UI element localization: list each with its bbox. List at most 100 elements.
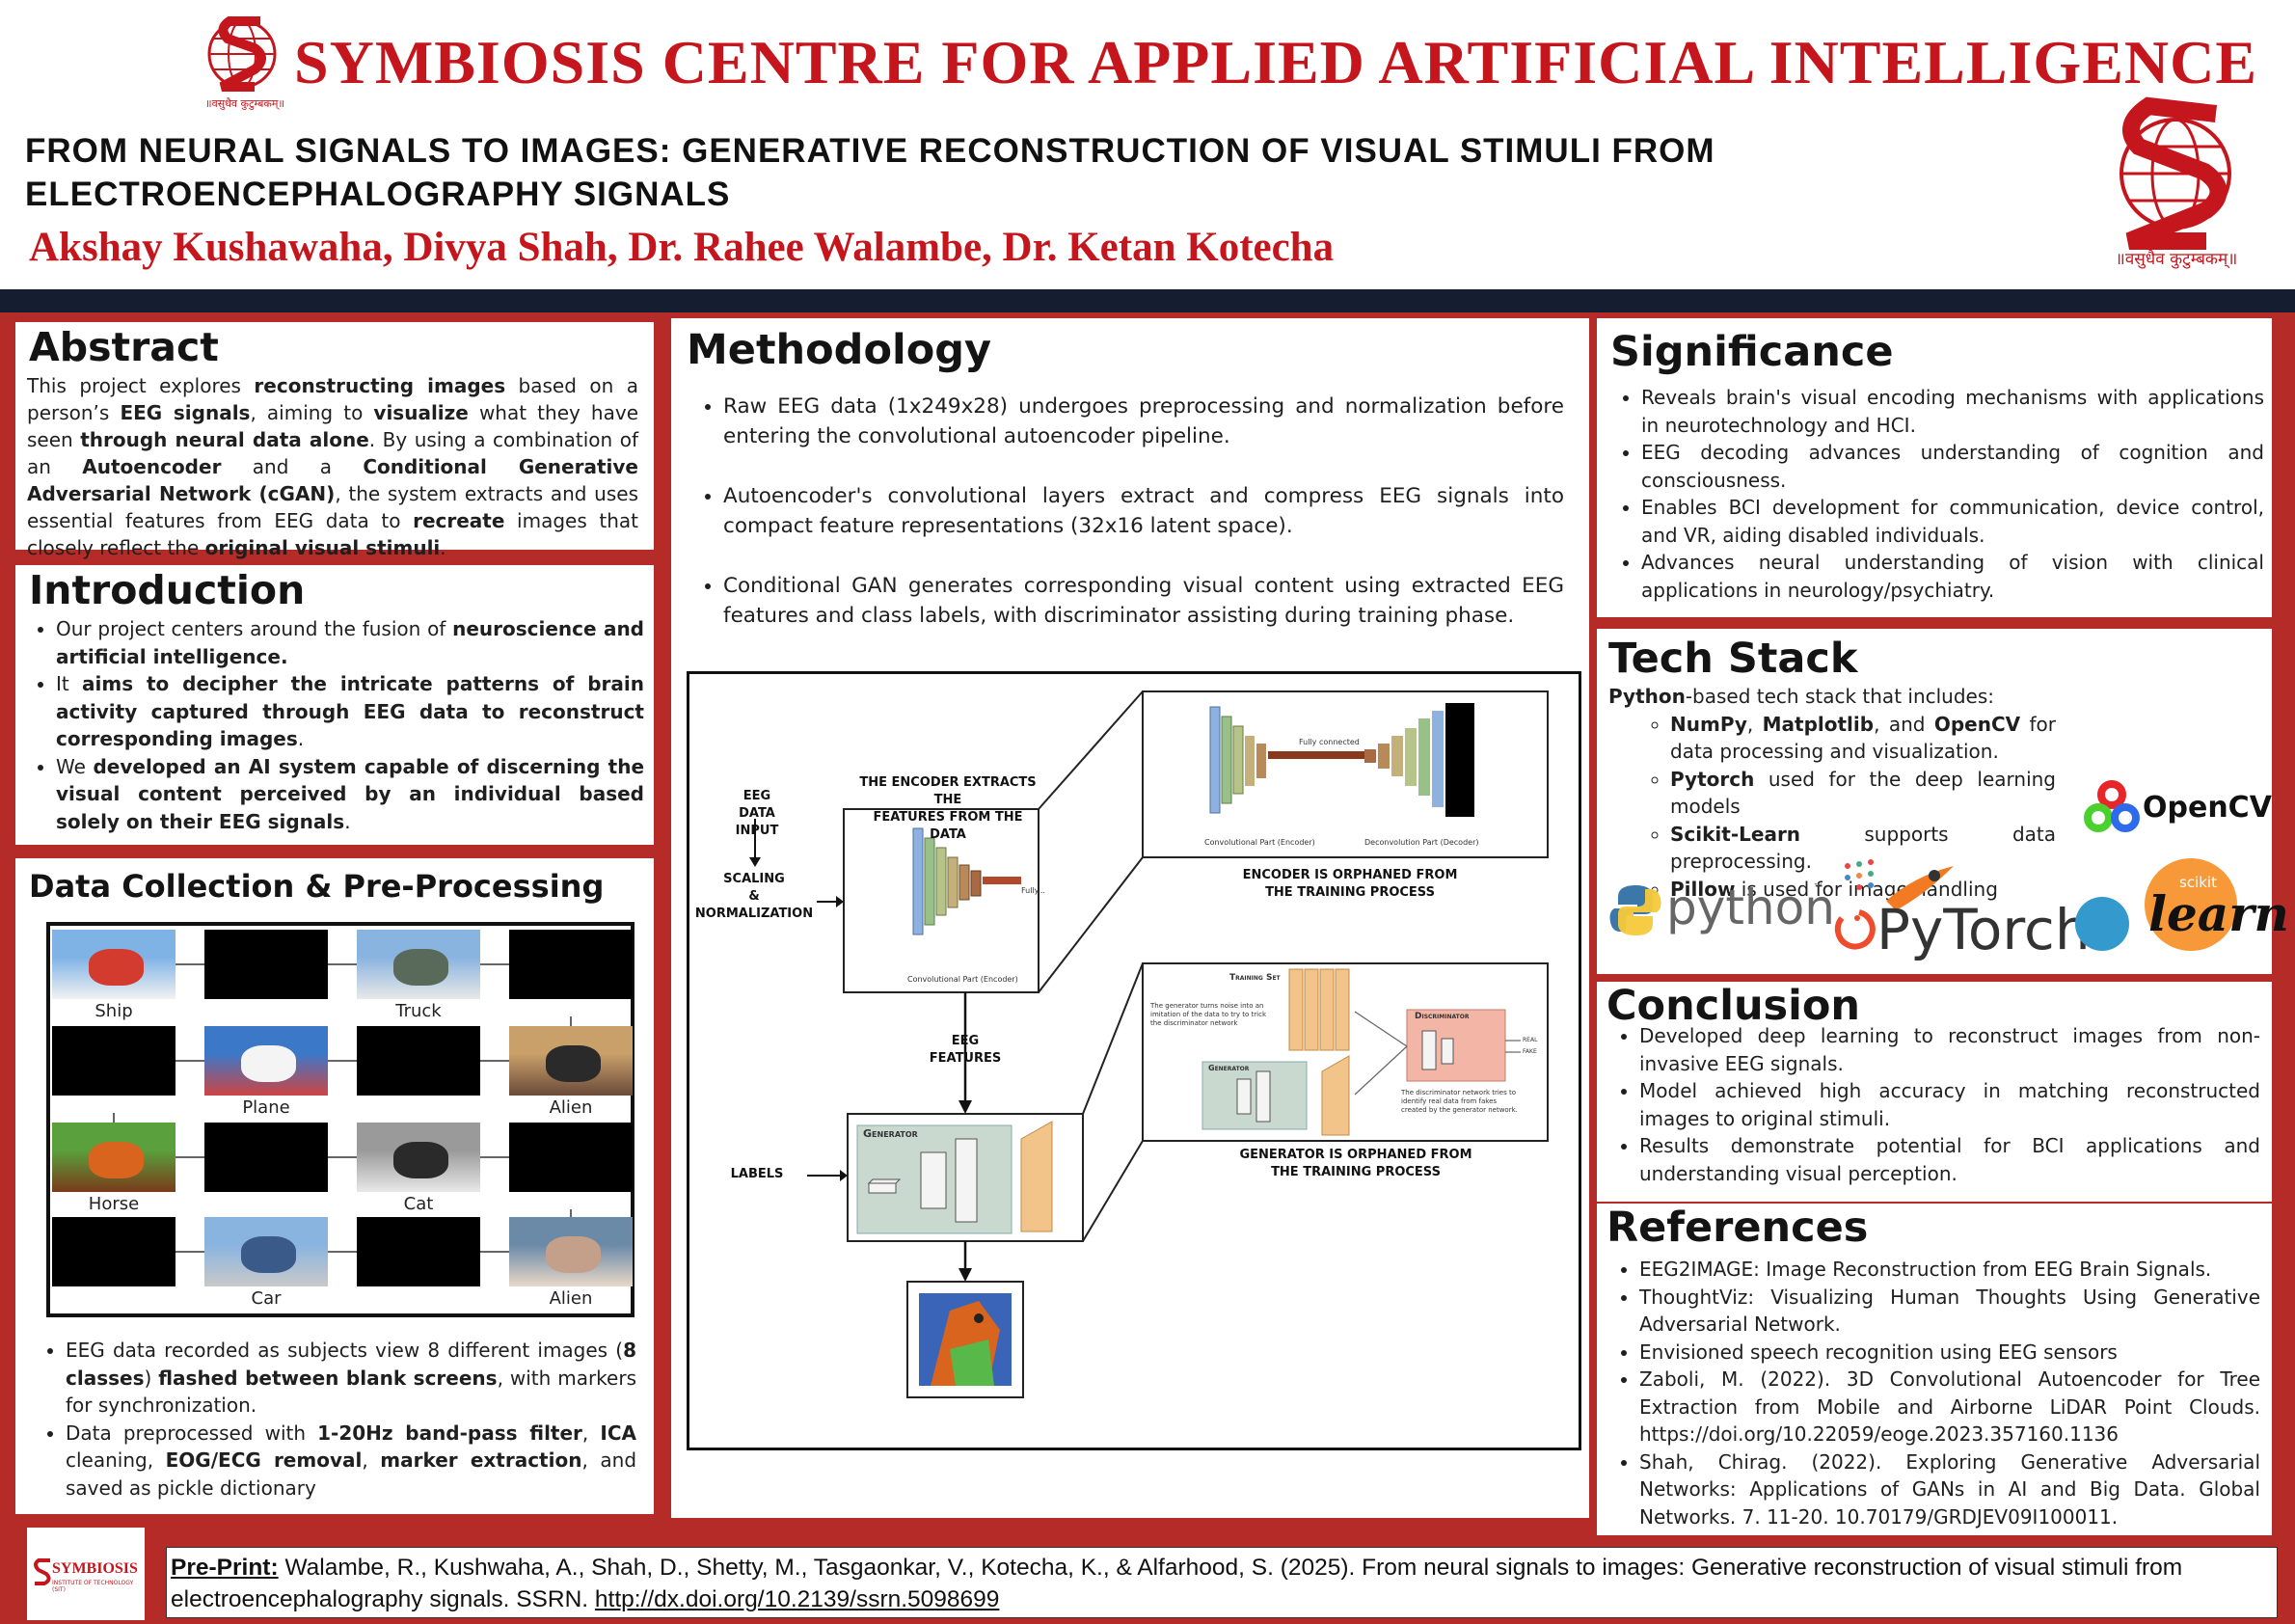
deconv-part-label: Deconvolution Part (Decoder) [1364, 838, 1479, 847]
text-run: EEG data recorded as subjects view 8 dif… [66, 1339, 624, 1362]
stimulus-image [52, 930, 176, 999]
text-run: Our project centers around the fusion of [56, 617, 453, 640]
fake-label: FAKE [1523, 1048, 1537, 1055]
blank-screen [357, 1026, 480, 1096]
text-run: . [344, 809, 351, 833]
stimulus-label: Cat [403, 1194, 434, 1214]
text-run: , [1746, 712, 1763, 736]
text-run: Conditional Generative Adversarial Netwo… [27, 455, 638, 505]
text-run: , and saved as pickle dictionary [66, 1448, 637, 1500]
text-run: Pillow [1670, 877, 1736, 901]
text-run: based on a person’s [27, 374, 638, 424]
text-run: reconstructing images [254, 374, 506, 397]
text-run: It [56, 672, 83, 695]
text-run: supports data preprocessing. [1670, 822, 2056, 874]
stimulus-label: Truck [395, 1001, 442, 1021]
preprint-citation-box: Pre-Print: Walambe, R., Kushwaha, A., Sh… [166, 1547, 2278, 1618]
text-run: Matplotlib [1762, 712, 1875, 736]
stimulus-subject [89, 949, 144, 986]
abstract-text: This project explores reconstructing ima… [27, 372, 638, 561]
preprint-citation: Pre-Print: Walambe, R., Kushwaha, A., Sh… [171, 1552, 2263, 1615]
list-item: ThoughtViz: Visualizing Human Thoughts U… [1639, 1284, 2260, 1339]
references-list: EEG2IMAGE: Image Reconstruction from EEG… [1610, 1256, 2260, 1530]
blank-screen [509, 930, 633, 999]
tech-stack-heading: Tech Stack [1608, 635, 1858, 683]
conclusion-heading: Conclusion [1606, 982, 1861, 1030]
conv-part-label-2: Convolutional Part (Encoder) [1204, 838, 1315, 847]
text-run: . [440, 536, 446, 559]
stimulus-image [357, 930, 480, 999]
text-run: aims to decipher the intricate patterns … [56, 672, 644, 750]
text-run: EEG signals [120, 401, 251, 424]
significance-list: Reveals brain's visual encoding mechanis… [1610, 384, 2264, 604]
references-heading: References [1606, 1204, 1869, 1252]
significance-panel: Significance Reveals brain's visual enco… [1597, 318, 2272, 617]
stimulus-subject [241, 1236, 296, 1273]
preprint-doi-link[interactable]: http://dx.doi.org/10.2139/ssrn.5098699 [594, 1586, 1000, 1612]
fully-connected-label: Fully connected [1299, 738, 1360, 746]
text-run: neuroscience and artificial intelligence… [56, 617, 644, 668]
opencv-logo-icon [2084, 780, 2140, 832]
list-item: Pytorch used for the deep learning model… [1670, 766, 2056, 821]
blank-screen [509, 1123, 633, 1192]
text-run: , aiming to [250, 401, 374, 424]
text-run: ICA [600, 1421, 636, 1445]
text-run: NumPy [1670, 712, 1747, 736]
header-divider-bar [0, 289, 2295, 312]
python-logo-icon [1609, 885, 1661, 935]
stimulus-image [357, 1123, 480, 1192]
blank-screen [204, 1123, 328, 1192]
text-run: through neural data alone [80, 428, 369, 451]
emblem-motto: ॥वसुधैव कुटुम्बकम्॥ [2115, 250, 2238, 269]
discriminator-note: The discriminator network tries to ident… [1401, 1089, 1518, 1114]
stimulus-subject [241, 1045, 296, 1082]
blank-screen [204, 930, 328, 999]
banner-title: SYMBIOSIS CENTRE FOR APPLIED ARTIFICIAL … [294, 28, 2257, 96]
discriminator-label: Discriminator [1415, 1012, 1470, 1021]
generator-note: The generator turns noise into an imitat… [1150, 1002, 1267, 1027]
data-collection-heading: Data Collection & Pre-Processing [29, 868, 605, 905]
list-item: Our project centers around the fusion of… [56, 615, 644, 670]
conv-part-label: Convolutional Part (Encoder) [907, 975, 1018, 984]
text-run: We [56, 754, 94, 778]
list-item: Raw EEG data (1x249x28) undergoes prepro… [723, 392, 1564, 451]
text-run: ) [144, 1366, 159, 1390]
stimulus-image [204, 1026, 328, 1096]
list-item: Scikit-Learn supports data preprocessing… [1670, 821, 2056, 876]
introduction-heading: Introduction [29, 567, 306, 613]
text-run: , with markers for synchronization. [66, 1366, 636, 1418]
stimulus-image [52, 1123, 176, 1192]
list-item: We developed an AI system capable of dis… [56, 753, 644, 836]
poster-title: FROM NEURAL SIGNALS TO IMAGES: GENERATIV… [25, 132, 1715, 213]
list-item: Envisioned speech recognition using EEG … [1639, 1339, 2260, 1367]
significance-heading: Significance [1610, 328, 1894, 376]
symbiosis-emblem-icon [2120, 96, 2231, 250]
stimulus-subject [89, 1142, 144, 1178]
list-item: NumPy, Matplotlib, and OpenCV for data p… [1670, 711, 2056, 766]
methodology-panel: Methodology Raw EEG data (1x249x28) unde… [671, 318, 1589, 1518]
pytorch-decoration-icon [1834, 859, 1954, 950]
text-run: cleaning, [66, 1448, 166, 1472]
footer-logo: SYMBIOSIS INSTITUTE OF TECHNOLOGY (SIT) [27, 1528, 145, 1620]
list-item: Shah, Chirag. (2022). Exploring Generati… [1639, 1448, 2260, 1531]
generator-label: Generator [863, 1127, 918, 1140]
preprint-label: Pre-Print: [171, 1555, 279, 1581]
abstract-heading: Abstract [29, 324, 219, 370]
stimulus-subject [393, 1142, 448, 1178]
list-item: Results demonstrate potential for BCI ap… [1639, 1132, 2260, 1187]
list-item: Enables BCI development for communicatio… [1641, 494, 2264, 549]
text-run: EOG/ECG removal [165, 1448, 363, 1472]
stimulus-subject [546, 1045, 601, 1082]
text-run: used for the deep learning models [1670, 767, 2056, 819]
scaling-label: SCALING&NORMALIZATION [694, 872, 814, 921]
list-item: Developed deep learning to reconstruct i… [1639, 1022, 2260, 1077]
symbiosis-globe-logo-icon [207, 16, 277, 92]
stimulus-label: Plane [242, 1097, 290, 1118]
list-item: Model achieved high accuracy in matching… [1639, 1077, 2260, 1132]
python-logo-text: python [1666, 880, 1835, 935]
